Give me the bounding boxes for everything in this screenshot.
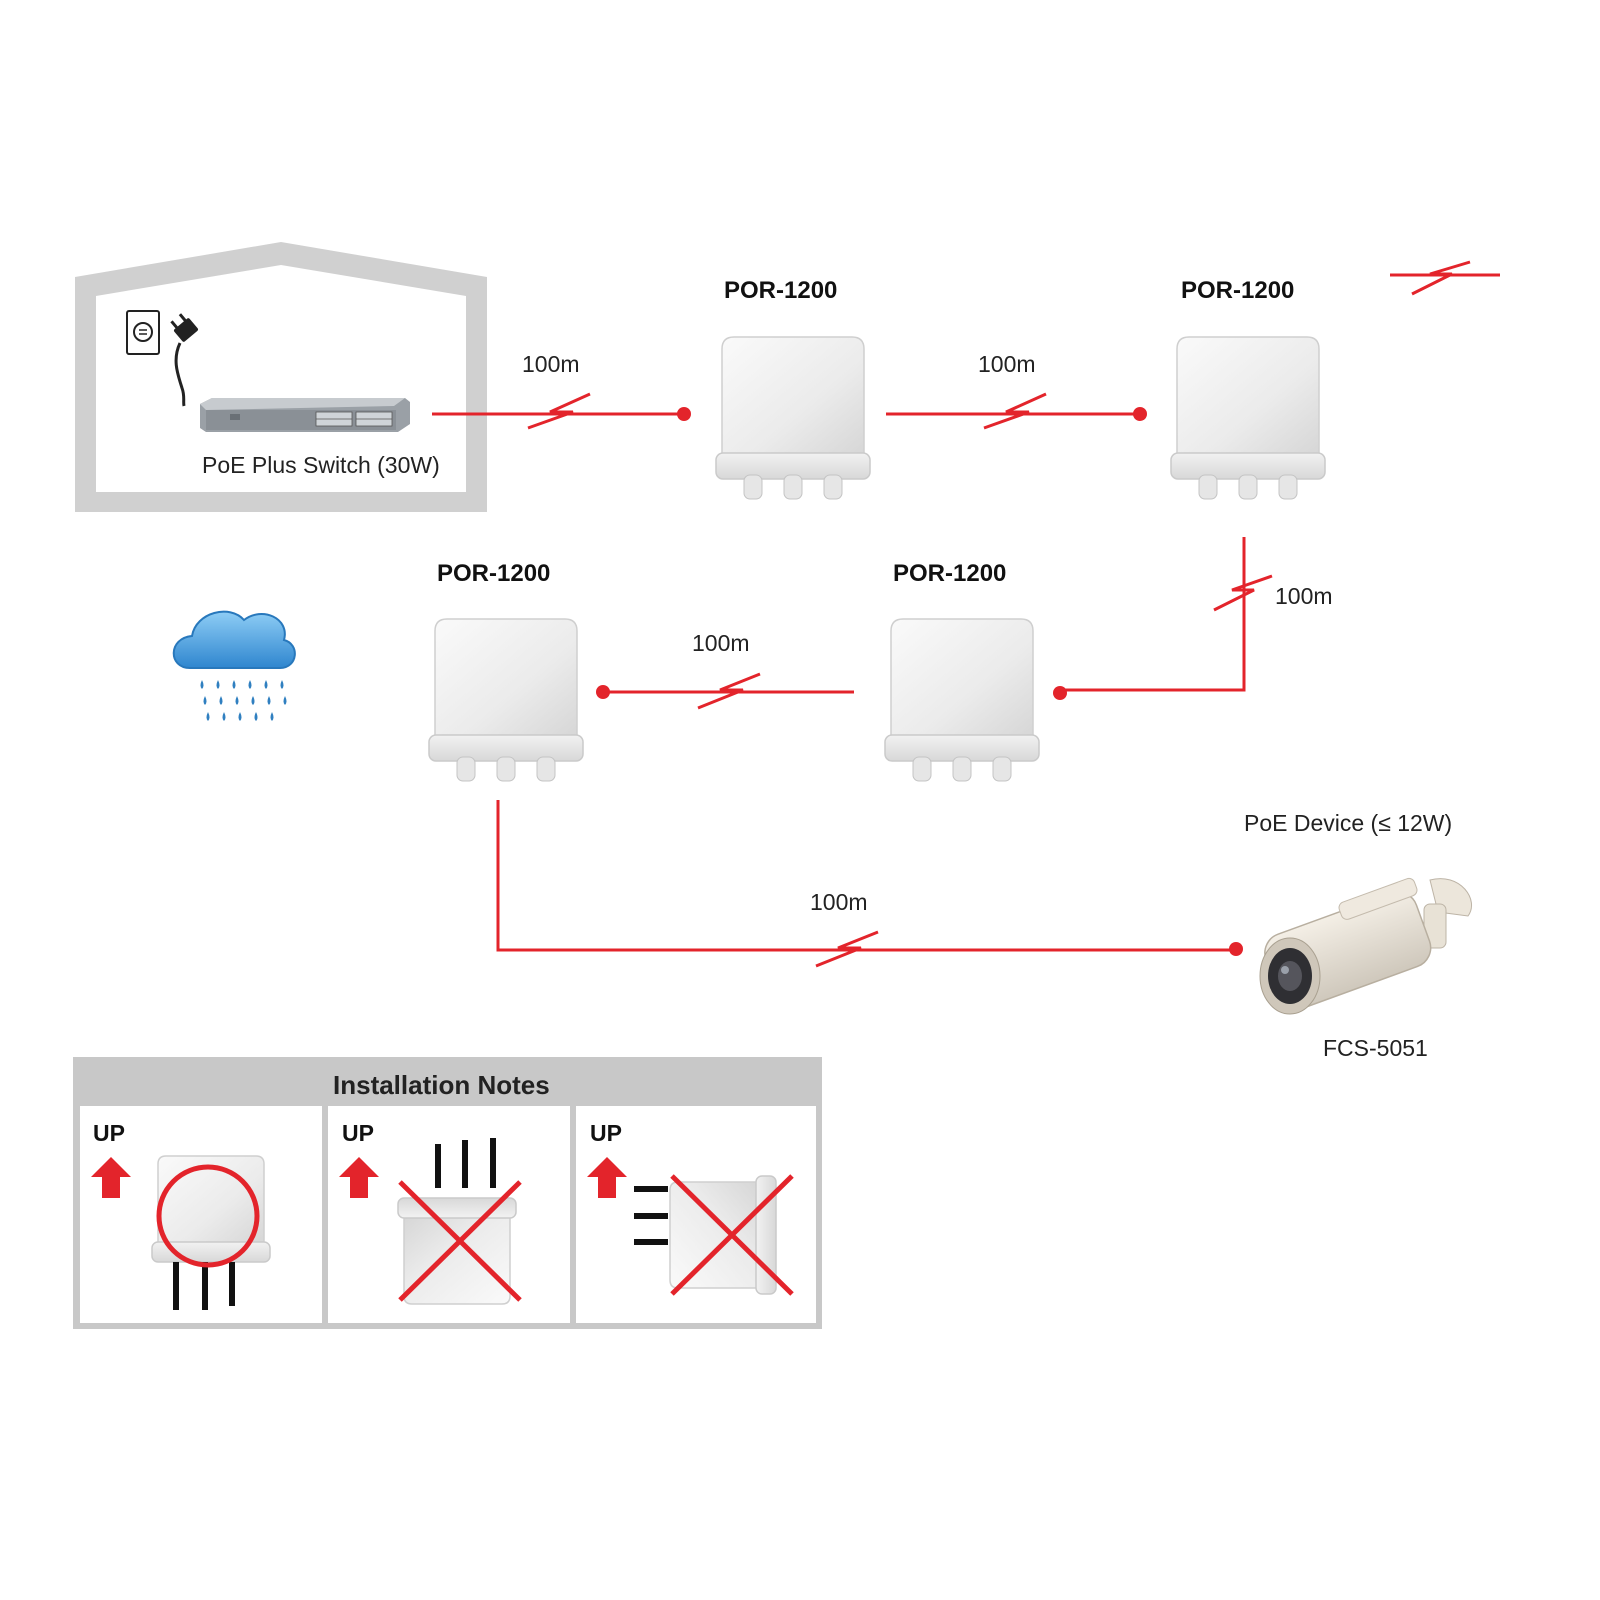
link-por3-por4 — [596, 672, 854, 710]
camera-title: PoE Device (≤ 12W) — [1244, 810, 1453, 836]
up-label: UP — [93, 1120, 125, 1146]
link-switch-por1 — [432, 392, 691, 430]
device-label: POR-1200 — [724, 277, 838, 304]
device-label: POR-1200 — [893, 560, 1007, 587]
cross-icon — [670, 1174, 794, 1296]
link-exit-bolt — [1390, 260, 1500, 296]
up-arrow-icon — [91, 1157, 131, 1198]
up-label: UP — [342, 1120, 374, 1146]
up-arrow-icon — [339, 1157, 379, 1198]
link-por4-camera — [496, 800, 1243, 968]
por-1200-upside-down-icon — [397, 1138, 517, 1305]
distance-label: 100m — [810, 889, 868, 915]
distance-label: 100m — [978, 351, 1036, 377]
por-1200-icon — [1170, 336, 1326, 500]
camera-model: FCS-5051 — [1323, 1035, 1428, 1061]
poe-switch-icon — [200, 398, 410, 432]
up-arrow-icon — [587, 1157, 627, 1198]
por-1200-icon — [715, 336, 871, 500]
por-1200-icon — [884, 618, 1040, 782]
cross-icon — [398, 1180, 522, 1302]
distance-label: 100m — [692, 630, 750, 656]
distance-label: 100m — [522, 351, 580, 377]
up-label: UP — [590, 1120, 622, 1146]
power-outlet-icon — [126, 310, 160, 355]
rain-cloud-icon — [172, 610, 296, 721]
camera-icon — [1259, 877, 1473, 1015]
power-plug-icon — [170, 313, 198, 407]
distance-label: 100m — [1275, 583, 1333, 609]
check-circle-icon — [156, 1164, 260, 1268]
device-label: POR-1200 — [1181, 277, 1295, 304]
installation-notes-title: Installation Notes — [333, 1070, 550, 1100]
link-por1-por2 — [886, 392, 1147, 430]
link-por2-por3 — [1053, 537, 1273, 700]
por-1200-icon — [428, 618, 584, 782]
device-label: POR-1200 — [437, 560, 551, 587]
por-1200-sideways-icon — [634, 1175, 777, 1295]
switch-label: PoE Plus Switch (30W) — [202, 452, 440, 478]
por-1200-upright-icon — [151, 1155, 271, 1310]
